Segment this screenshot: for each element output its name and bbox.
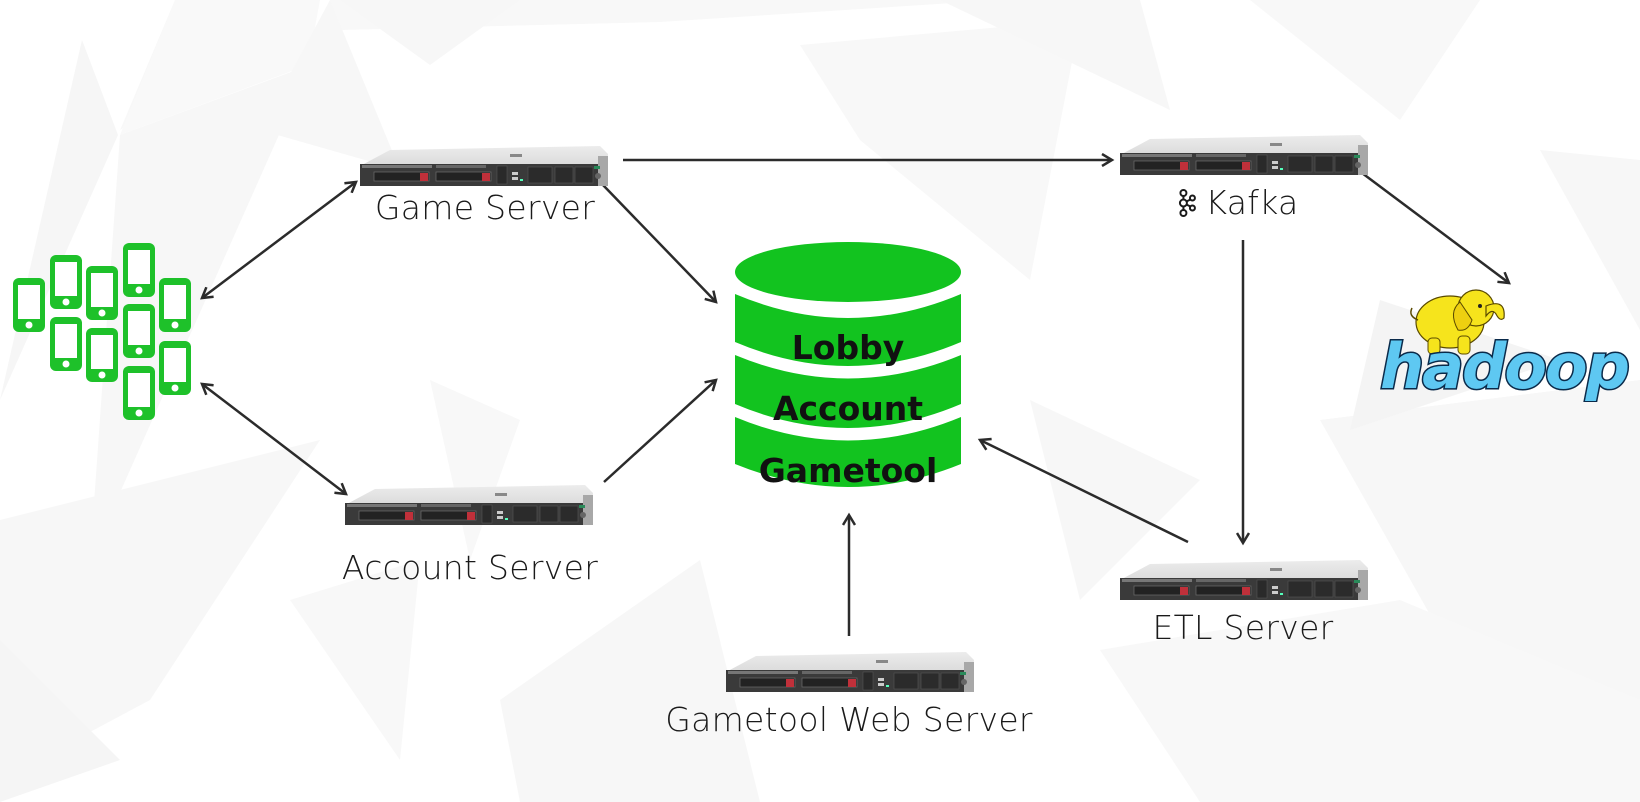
database-layer-label: Account: [773, 389, 923, 428]
gametool-web-server-label: Gametool Web Server: [665, 700, 1033, 739]
phone-icon: [159, 278, 191, 332]
edge-etl-server-database: [980, 440, 1189, 544]
phone-icon: [159, 341, 191, 395]
phone-icon: [13, 278, 45, 332]
game-server-label: Game Server: [374, 188, 596, 227]
phone-icon: [123, 243, 155, 297]
phone-icon: [123, 304, 155, 358]
database-top: [735, 242, 961, 302]
game-server-icon: [360, 146, 609, 187]
phone-icon: [86, 266, 118, 320]
edge-kafka-hadoop: [1357, 168, 1509, 283]
database-layer-label: Lobby: [792, 328, 904, 367]
kafka-label-group: Kafka: [1177, 183, 1298, 222]
database-layer-gametool: [735, 417, 961, 487]
hadoop-wordmark: hadoop: [1380, 330, 1628, 402]
phone-icon: [50, 317, 82, 371]
edge-game-server-database: [602, 184, 716, 302]
hadoop-elephant-icon: [1410, 289, 1505, 355]
phone-icon: [50, 255, 82, 309]
database-cylinder-icon: Lobby Account Gametool: [735, 242, 961, 490]
smartphone-cluster-icon: [13, 243, 191, 420]
kafka-server-icon: [1120, 135, 1369, 176]
etl-server-label: ETL Server: [1152, 608, 1334, 647]
edge-account-server-database: [603, 380, 716, 483]
kafka-logo-icon: [1178, 188, 1196, 217]
account-server-label: Account Server: [341, 548, 599, 587]
hadoop-elephant-logo: hadoop: [1379, 289, 1631, 402]
database-layer-label: Gametool: [759, 451, 938, 490]
edge-clients-account-server: [202, 384, 346, 494]
edge-clients-game-server: [202, 182, 356, 298]
database-layer-account: [735, 355, 961, 428]
account-server-icon: [345, 485, 594, 526]
database-layer-lobby: [735, 294, 961, 366]
phone-icon: [86, 328, 118, 382]
phone-icon: [123, 366, 155, 420]
gametool-web-server-icon: [726, 652, 975, 693]
kafka-label: Kafka: [1205, 183, 1299, 222]
etl-server-icon: [1120, 560, 1369, 601]
